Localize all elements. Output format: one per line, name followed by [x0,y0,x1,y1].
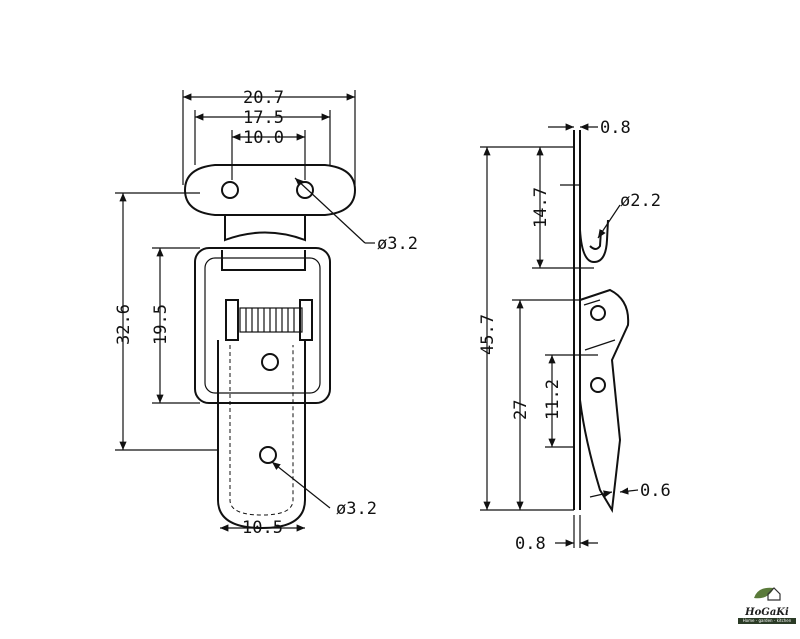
dim-plate-hole: ø3.2 [377,234,418,254]
dim-hook-hole: ø3.2 [336,499,377,519]
hook-arm [217,340,306,530]
mounting-plate [183,164,357,216]
dim-hook-dia: ø2.2 [620,191,661,211]
front-view [183,164,357,530]
hook-hole-lower [259,446,277,464]
plate-hole-right [296,181,314,199]
dim-hook-height: 14.7 [531,187,551,228]
base-plate-profile [573,130,581,510]
front-dimension-lines [115,90,375,532]
hook-profile [579,219,609,264]
dim-overall-width: 20.7 [243,88,284,108]
side-view [573,130,630,514]
dim-base-thickness: 0.8 [515,534,546,554]
dim-frame-height: 19.5 [151,304,171,345]
dim-plate-width: 17.5 [243,108,284,128]
logo-tagline: Home - garden - kitchen [738,618,796,624]
dim-tip-thickness: 0.6 [640,481,671,501]
leaf-house-icon [754,587,781,601]
spring [239,307,303,333]
dim-top-thickness: 0.8 [600,118,631,138]
logo-name: HoGaKi [745,607,789,618]
dim-hook-width: 10.5 [242,518,283,538]
frame [194,247,331,404]
dim-body-height: 27 [511,400,531,420]
hogaki-logo: HoGaKi Home - garden - kitchen [738,584,796,624]
dim-total-height: 32.6 [114,304,134,345]
plate-hole-left [221,181,239,199]
dim-side-hole-spacing: 11.2 [543,379,563,420]
latch-body [579,288,630,514]
dim-overall-height: 45.7 [478,314,498,355]
dim-hole-spacing: 10.0 [243,128,284,148]
side-dimension-lines [480,123,639,548]
hook-hole-upper [261,353,279,371]
